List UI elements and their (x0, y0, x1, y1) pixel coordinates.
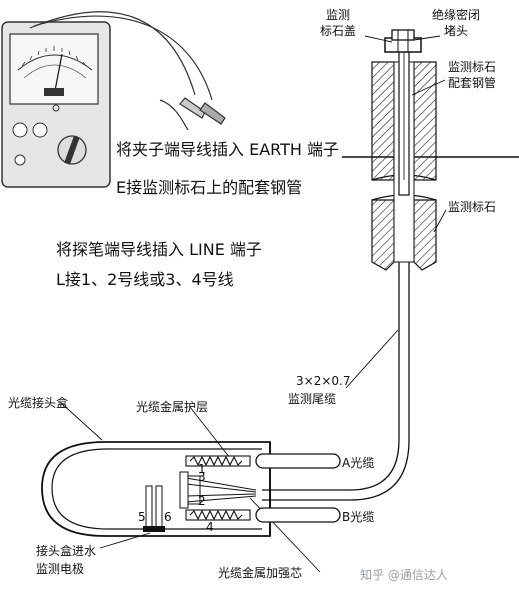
strength-wires (179, 471, 257, 509)
sheath-label: 光缆金属护层 (136, 400, 209, 414)
line-instruction-2: L接1、2号线或3、4号线 (56, 270, 234, 289)
cable-a (255, 453, 341, 469)
cable-a-label: A光缆 (342, 456, 375, 470)
terminal-line (32, 122, 48, 138)
test-leads (29, 11, 226, 131)
electrode-number-6: 6 (164, 510, 172, 524)
earth-instruction-2: E接监测标石上的配套钢管 (116, 178, 303, 197)
terminal-earth (12, 122, 28, 138)
electrode-number-5: 5 (138, 510, 146, 524)
wire-number-2: 2 (198, 494, 206, 508)
seal-label-1: 绝缘密闭 (432, 8, 481, 22)
wire-number-1: 1 (198, 462, 206, 476)
line-instruction-1: 将探笔端导线插入 LINE 端子 (56, 240, 262, 259)
steel-pipe (398, 44, 410, 196)
earth-instruction-1: 将夹子端导线插入 EARTH 端子 (116, 140, 339, 159)
wire-number-4: 4 (206, 520, 214, 534)
water-electrode (143, 485, 165, 532)
insulation-meter (1, 21, 111, 188)
seal-label-2: 堵头 (444, 24, 469, 38)
cable-b (255, 507, 341, 523)
pipe-label-1: 监测标石 (448, 60, 497, 74)
pipe-label-2: 配套钢管 (448, 76, 497, 90)
electrode-label-2: 监测电极 (36, 562, 85, 576)
stone-cap (384, 29, 422, 53)
cap-label-1: 监测 (326, 8, 351, 22)
tail-cable (262, 262, 400, 491)
electrode-label-1: 接头盒进水 (36, 544, 97, 558)
stone-label: 监测标石 (448, 200, 497, 214)
cable-spec-label: 3×2×0.7 (296, 374, 351, 388)
cap-label-2: 标石盖 (320, 24, 357, 38)
cable-b-label: B光缆 (342, 510, 375, 524)
sheath-wires (185, 455, 251, 521)
tail-cable-label: 监测尾缆 (288, 392, 337, 406)
watermark: 知乎 @通信达人 (360, 568, 448, 582)
splice-box-label: 光缆接头盒 (8, 396, 69, 410)
wire-number-3: 3 (198, 470, 206, 484)
strength-member-label: 光缆金属加强芯 (218, 566, 303, 580)
leader-lines (59, 35, 447, 573)
